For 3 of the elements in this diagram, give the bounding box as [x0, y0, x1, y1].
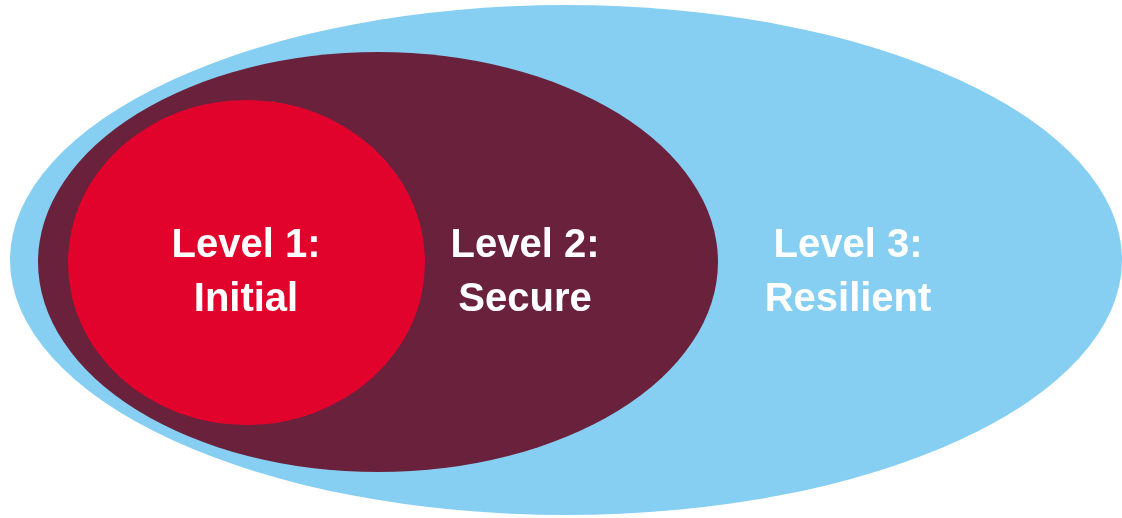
level-label: Level 2: Secure — [449, 220, 601, 321]
level-label: Level 3: Resilient — [763, 220, 933, 321]
level-label: Level 1: Initial — [170, 220, 322, 321]
